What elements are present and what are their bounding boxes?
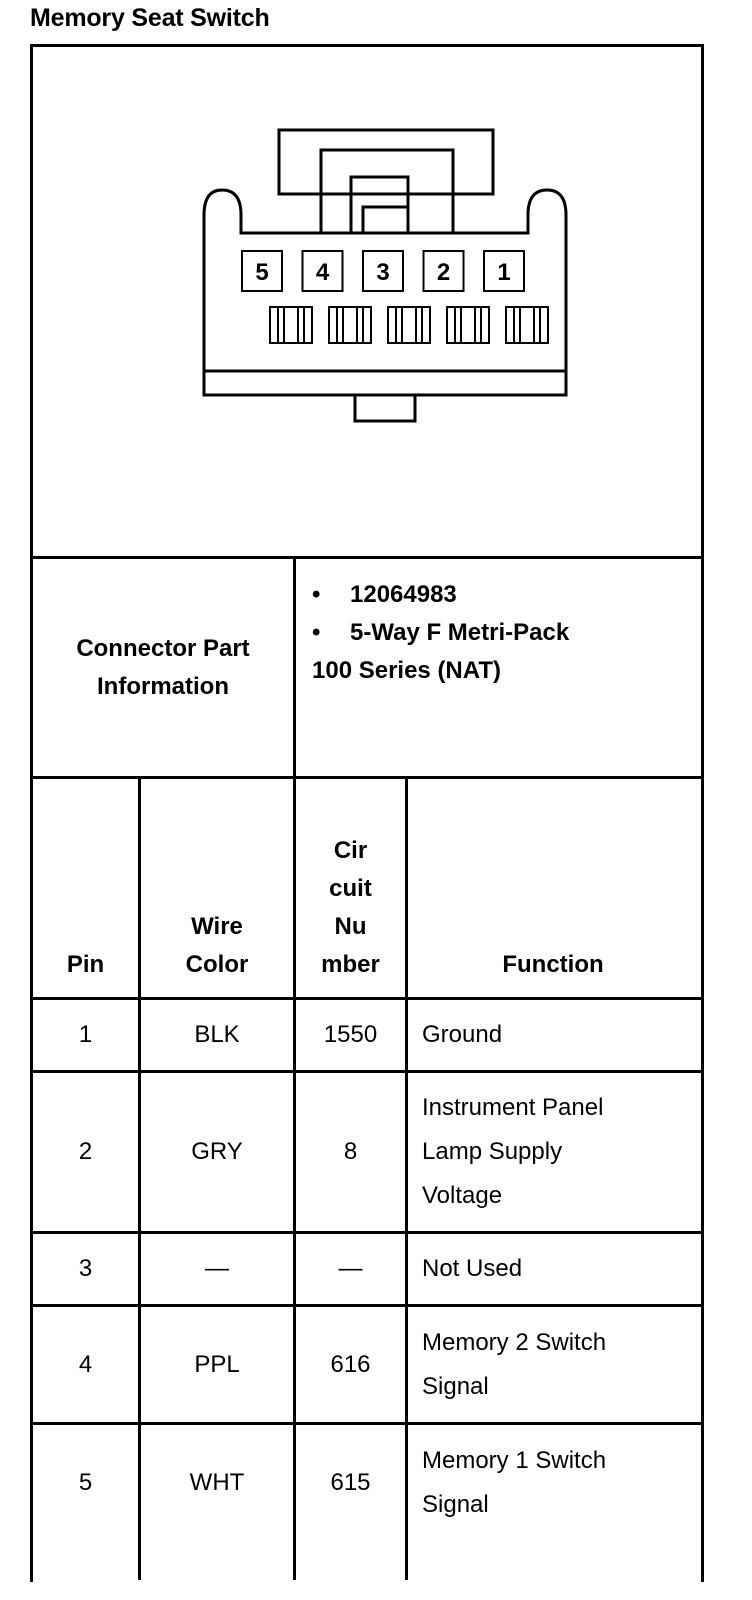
row-1-function: Ground xyxy=(422,1000,698,1070)
pin-number-label: 2 xyxy=(437,259,450,286)
part-description-item: • 5-Way F Metri-Pack xyxy=(312,614,569,652)
bullet-icon: • xyxy=(312,581,321,608)
connector-bottom-tab xyxy=(353,395,417,423)
row-4-pin: 4 xyxy=(78,1350,93,1378)
header-wire-color-line: Color xyxy=(185,951,249,978)
connector-latch-outer xyxy=(277,128,495,196)
divider-diagram xyxy=(30,556,701,559)
function-line: Memory 2 Switch xyxy=(422,1328,607,1356)
header-circuit-line: Cir xyxy=(333,837,368,864)
connector-latch-notch xyxy=(349,175,410,233)
row-5-circuit: 615 xyxy=(330,1468,371,1496)
row-3-pin: 3 xyxy=(78,1255,93,1282)
row-4-function: Memory 2 Switch Signal xyxy=(422,1307,698,1422)
pin-number-label: 1 xyxy=(497,259,510,286)
part-description: 5-Way F Metri-Pack xyxy=(350,619,570,646)
connector-key xyxy=(361,205,410,235)
header-pin-text: Pin xyxy=(66,951,105,978)
row-5-function: Memory 1 Switch Signal xyxy=(422,1425,698,1540)
row-3-wire-color: — xyxy=(205,1255,229,1282)
pin-label-box: 1 xyxy=(483,250,525,292)
function-line: Instrument Panel xyxy=(422,1094,604,1121)
part-info-label: Connector Part Information xyxy=(33,559,293,776)
row-1-circuit: 1550 xyxy=(323,1021,378,1048)
part-number-item: • 12064983 xyxy=(312,576,569,614)
header-circuit-number: Cir cuit Nu mber xyxy=(296,779,405,984)
connector-table-frame xyxy=(30,44,704,1582)
function-line: Ground xyxy=(422,1021,503,1048)
divider-row-1 xyxy=(30,1070,701,1073)
row-2-wire-color: GRY xyxy=(191,1138,243,1165)
row-2-pin: 2 xyxy=(78,1138,93,1165)
function-line: Not Used xyxy=(422,1255,523,1282)
part-description-continued: 100 Series (NAT) xyxy=(312,657,501,684)
terminal-cavity xyxy=(505,306,549,344)
terminal-cavity xyxy=(446,306,490,344)
pin-number-label: 3 xyxy=(376,259,389,286)
row-1-wire-color: BLK xyxy=(194,1021,240,1048)
header-function: Function xyxy=(408,779,698,984)
connector-face-diagram: 5 4 3 2 1 xyxy=(202,128,568,423)
column-divider-wire xyxy=(138,776,141,1580)
pin-label-box: 3 xyxy=(362,250,404,292)
part-info-label-line: Connector Part xyxy=(76,634,250,662)
row-4-circuit: 616 xyxy=(330,1350,371,1378)
pin-label-box: 4 xyxy=(301,250,344,292)
function-line: Voltage xyxy=(422,1182,503,1209)
divider-row-2 xyxy=(30,1231,701,1234)
row-1-pin: 1 xyxy=(78,1021,93,1048)
header-circuit-line: mber xyxy=(321,951,380,978)
terminal-cavity xyxy=(328,306,372,344)
pin-number-label: 5 xyxy=(255,259,268,286)
header-pin: Pin xyxy=(33,779,138,984)
header-circuit-line: cuit xyxy=(329,875,372,902)
connector-latch-inner xyxy=(319,148,455,233)
function-line: Lamp Supply xyxy=(422,1138,563,1165)
row-4-wire-color: PPL xyxy=(194,1350,240,1378)
row-3-circuit: — xyxy=(338,1255,363,1282)
pin-number-label: 4 xyxy=(316,259,330,286)
function-line: Signal xyxy=(422,1372,489,1400)
part-number: 12064983 xyxy=(350,581,457,608)
row-3-function: Not Used xyxy=(422,1234,698,1304)
row-2-function: Instrument Panel Lamp Supply Voltage xyxy=(422,1073,698,1231)
header-wire-color: Wire Color xyxy=(141,779,293,984)
row-5-pin: 5 xyxy=(78,1468,93,1496)
row-5-wire-color: WHT xyxy=(189,1468,245,1496)
header-function-text: Function xyxy=(502,951,604,978)
part-info-details: • 12064983 • 5-Way F Metri-Pack 100 Seri… xyxy=(312,576,569,690)
header-wire-color-line: Wire xyxy=(191,913,243,940)
function-line: Memory 1 Switch xyxy=(422,1446,607,1474)
terminal-cavity xyxy=(269,306,313,344)
divider-row-4 xyxy=(30,1422,701,1425)
page-title: Memory Seat Switch xyxy=(30,4,270,32)
divider-row-3 xyxy=(30,1304,701,1307)
bullet-icon: • xyxy=(312,619,321,646)
row-2-circuit: 8 xyxy=(343,1138,358,1165)
pin-label-box: 5 xyxy=(241,250,283,292)
function-line: Signal xyxy=(422,1490,489,1518)
divider-part-info xyxy=(30,776,701,779)
column-divider-circuit xyxy=(293,556,296,1580)
terminal-cavity xyxy=(387,306,431,344)
divider-header xyxy=(30,997,701,1000)
header-circuit-line: Nu xyxy=(334,913,367,940)
column-divider-function xyxy=(405,776,408,1580)
pin-label-box: 2 xyxy=(422,250,465,292)
part-info-label-line: Information xyxy=(97,672,229,700)
connector-body xyxy=(202,188,568,397)
